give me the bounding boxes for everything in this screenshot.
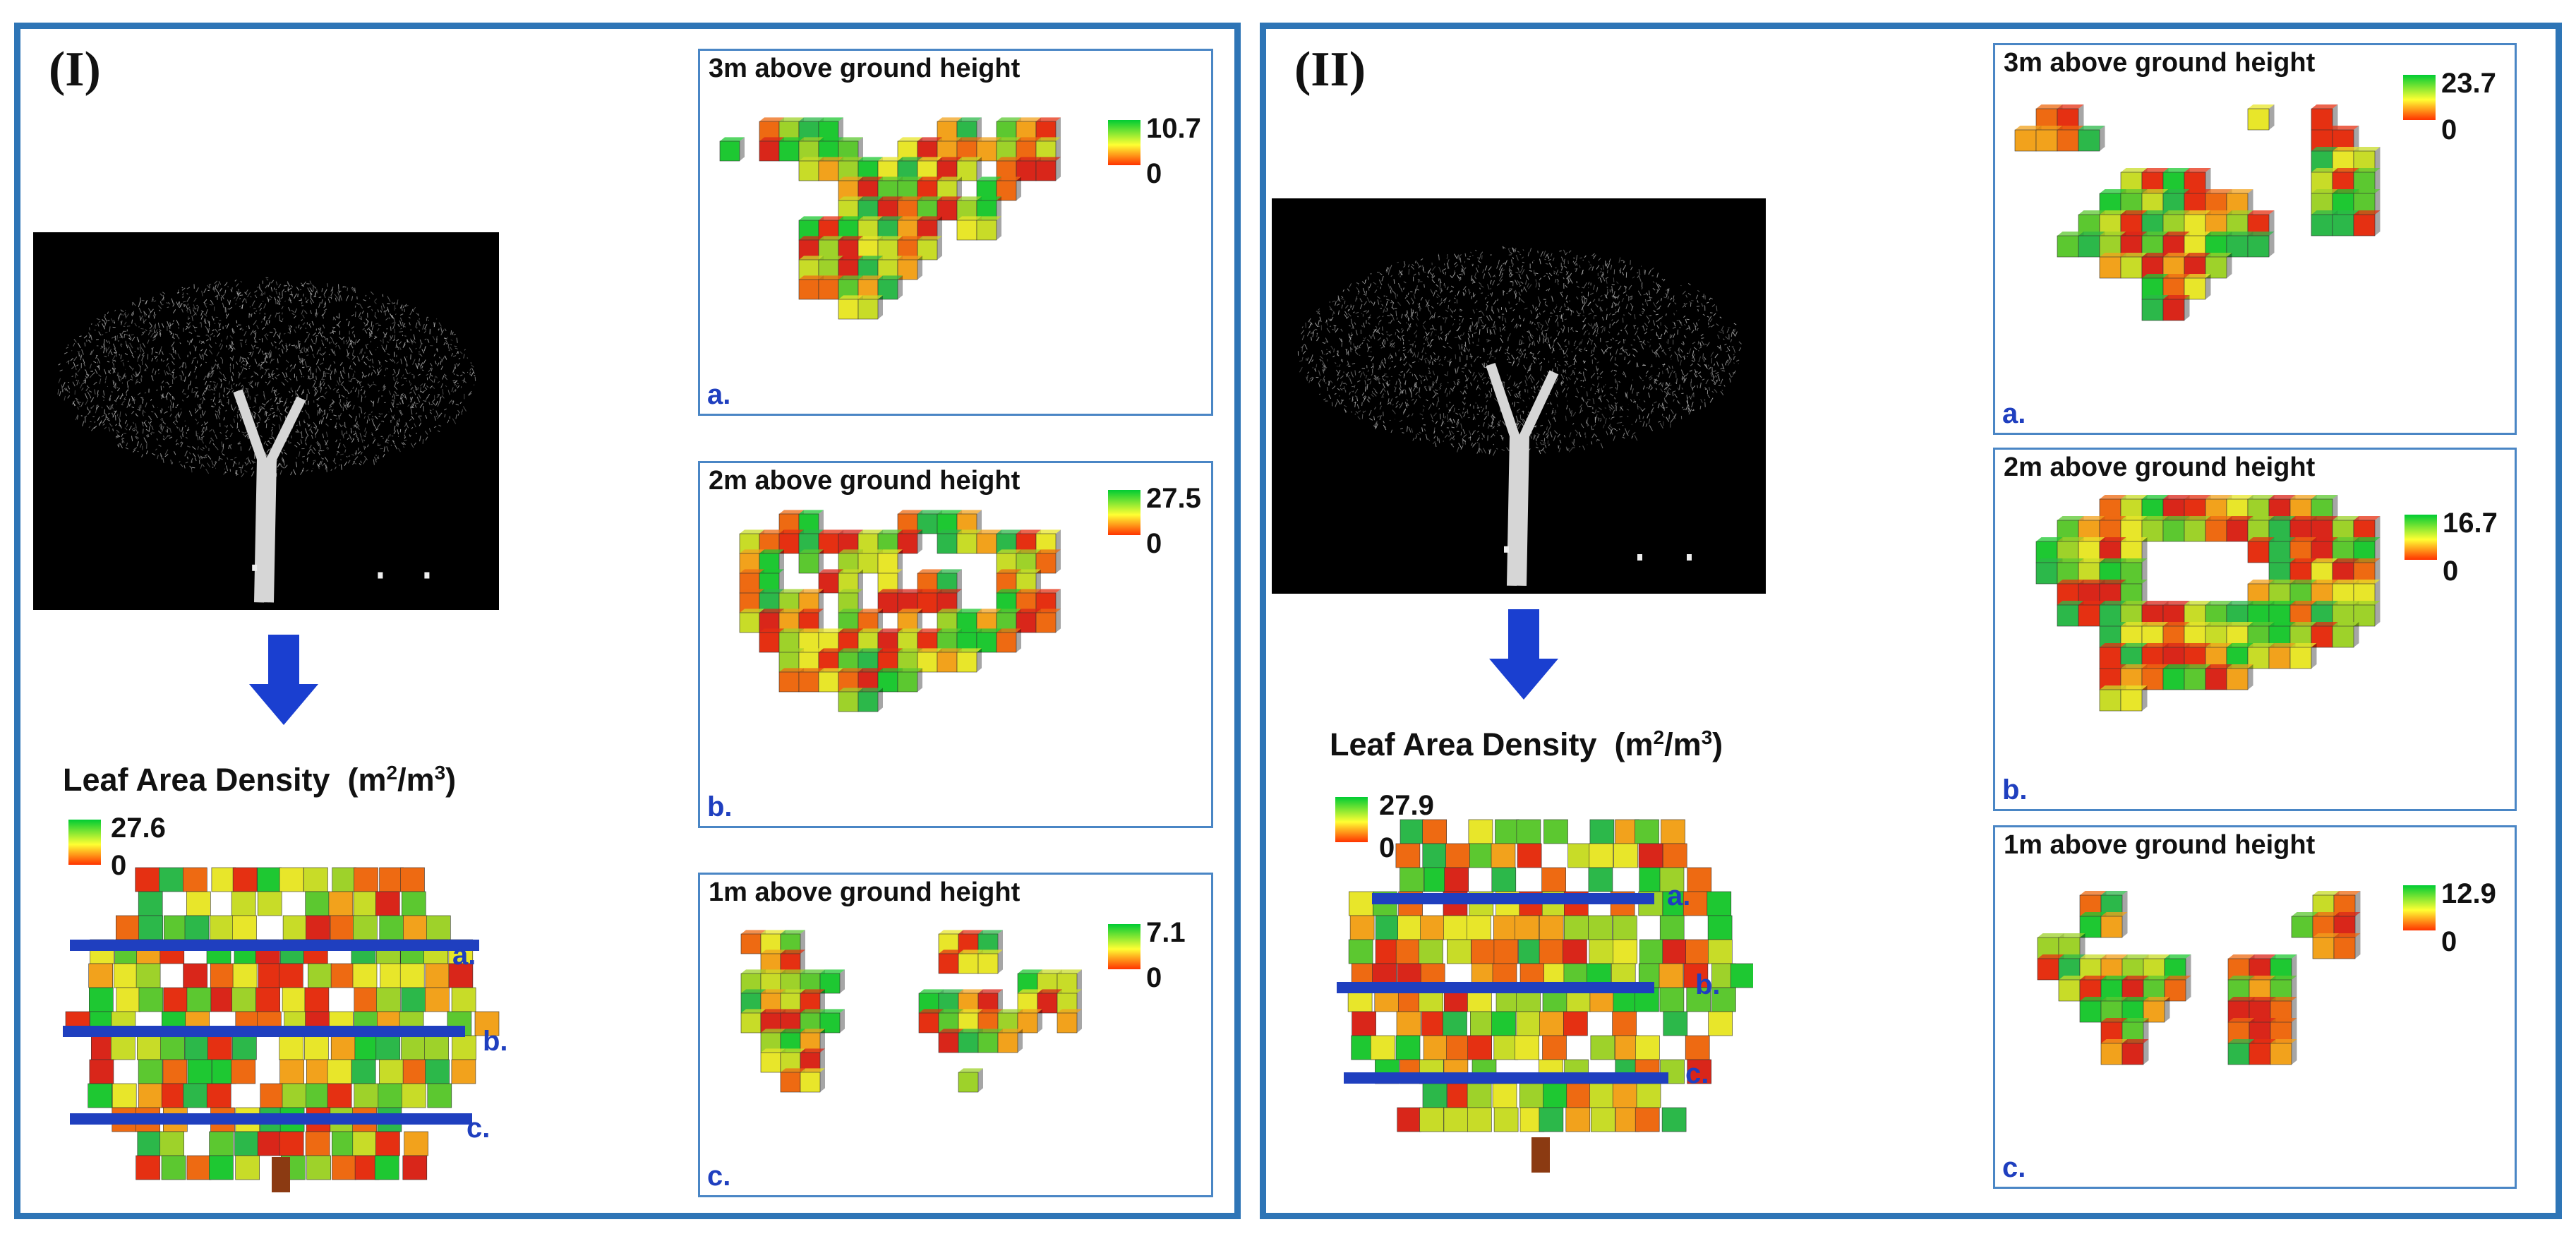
panel-label: (II) bbox=[1294, 42, 1366, 97]
slice-letter: a. bbox=[707, 379, 731, 410]
scan-line-label-b: b. bbox=[483, 1026, 508, 1057]
voxel-tree-model bbox=[63, 867, 500, 1192]
voxel-slice bbox=[2035, 495, 2381, 712]
voxel-canopy bbox=[1347, 819, 1753, 1173]
down-arrow-icon bbox=[1489, 609, 1558, 700]
slice-panel-2m: 2m above ground height 16.7 0 b. bbox=[1993, 448, 2517, 811]
tree-trunk bbox=[1486, 362, 1559, 586]
slice-colorbar-min: 0 bbox=[1146, 962, 1162, 993]
scan-line-label-b: b. bbox=[1695, 969, 1721, 1000]
voxel-slice bbox=[2014, 104, 2381, 321]
slice-colorbar-max: 27.5 bbox=[1146, 483, 1201, 514]
slice-colorbar-max: 16.7 bbox=[2443, 508, 2498, 539]
tree-trunk bbox=[1531, 1137, 1550, 1173]
slice-panel-3m: 3m above ground height 10.7 0 a. bbox=[698, 49, 1213, 416]
tree-trunk bbox=[233, 389, 306, 603]
slice-colorbar bbox=[2405, 515, 2437, 560]
slice-colorbar-min: 0 bbox=[2443, 556, 2459, 587]
slice-letter: b. bbox=[707, 791, 733, 822]
scan-line-a bbox=[70, 940, 479, 951]
slice-colorbar-max: 7.1 bbox=[1146, 917, 1186, 948]
lad-colorbar-max: 27.6 bbox=[111, 813, 166, 844]
scan-line-label-c: c. bbox=[467, 1113, 490, 1144]
lad-colorbar-min: 0 bbox=[111, 850, 127, 881]
panel-label: (I) bbox=[49, 42, 101, 97]
panel-ii: (II) Leaf Area Density (m2/m3) 27.9 0 a.… bbox=[1260, 23, 2562, 1219]
slice-colorbar-min: 0 bbox=[1146, 528, 1162, 559]
slice-title: 3m above ground height bbox=[709, 54, 1021, 83]
slice-colorbar-min: 0 bbox=[2441, 114, 2457, 145]
slice-panel-1m: 1m above ground height 7.1 0 c. bbox=[698, 873, 1213, 1197]
voxel-slice bbox=[739, 510, 1061, 712]
slice-panel-1m: 1m above ground height 12.9 0 c. bbox=[1993, 825, 2517, 1189]
slice-title: 2m above ground height bbox=[709, 466, 1021, 496]
slice-colorbar bbox=[1108, 490, 1140, 535]
lidar-point-cloud bbox=[57, 277, 476, 603]
scan-line-b bbox=[1337, 982, 1654, 993]
slice-colorbar-max: 23.7 bbox=[2441, 68, 2496, 99]
slice-title: 3m above ground height bbox=[2004, 48, 2316, 78]
down-arrow-icon bbox=[249, 635, 318, 725]
slice-title: 1m above ground height bbox=[709, 877, 1021, 907]
slice-letter: c. bbox=[2002, 1152, 2026, 1183]
panel-i: (I) Leaf Area Density (m2/m3) 27.6 0 a. … bbox=[14, 23, 1241, 1219]
lad-colorbar-min: 0 bbox=[1379, 832, 1395, 863]
lidar-tree-photo bbox=[1272, 198, 1766, 594]
slice-colorbar bbox=[1108, 924, 1140, 969]
lad-colorbar bbox=[68, 820, 101, 865]
voxel-slice bbox=[2037, 891, 2361, 1065]
lad-colorbar bbox=[1335, 797, 1368, 842]
slice-letter: a. bbox=[2002, 398, 2026, 429]
tree-trunk bbox=[272, 1157, 290, 1192]
slice-colorbar-max: 12.9 bbox=[2441, 878, 2496, 909]
slice-colorbar-max: 10.7 bbox=[1146, 113, 1201, 144]
slice-title: 2m above ground height bbox=[2004, 453, 2316, 482]
scan-line-b bbox=[63, 1026, 465, 1037]
voxel-slice bbox=[719, 117, 1061, 320]
scan-line-label-c: c. bbox=[1685, 1058, 1709, 1089]
slice-letter: c. bbox=[707, 1161, 731, 1192]
slice-colorbar bbox=[2403, 885, 2436, 930]
slice-colorbar-min: 0 bbox=[2441, 926, 2457, 957]
scan-line-label-a: a. bbox=[452, 940, 476, 971]
slice-panel-3m: 3m above ground height 23.7 0 a. bbox=[1993, 43, 2517, 435]
slice-panel-2m: 2m above ground height 27.5 0 b. bbox=[698, 461, 1213, 828]
slice-title: 1m above ground height bbox=[2004, 830, 2316, 860]
scan-line-c bbox=[70, 1113, 472, 1125]
lad-title: Leaf Area Density (m2/m3) bbox=[63, 762, 457, 798]
voxel-tree-model bbox=[1337, 819, 1753, 1173]
lad-colorbar-max: 27.9 bbox=[1379, 790, 1434, 821]
scan-line-a bbox=[1372, 893, 1654, 904]
lidar-tree-photo bbox=[33, 232, 499, 610]
lad-title: Leaf Area Density (m2/m3) bbox=[1330, 726, 1723, 762]
scan-line-label-a: a. bbox=[1667, 880, 1691, 911]
slice-colorbar bbox=[2403, 75, 2436, 120]
slice-colorbar bbox=[1108, 120, 1140, 165]
scan-line-c bbox=[1344, 1072, 1668, 1084]
lidar-point-cloud bbox=[1297, 246, 1742, 586]
voxel-slice bbox=[740, 930, 1082, 1093]
slice-colorbar-min: 0 bbox=[1146, 158, 1162, 189]
slice-letter: b. bbox=[2002, 774, 2028, 805]
